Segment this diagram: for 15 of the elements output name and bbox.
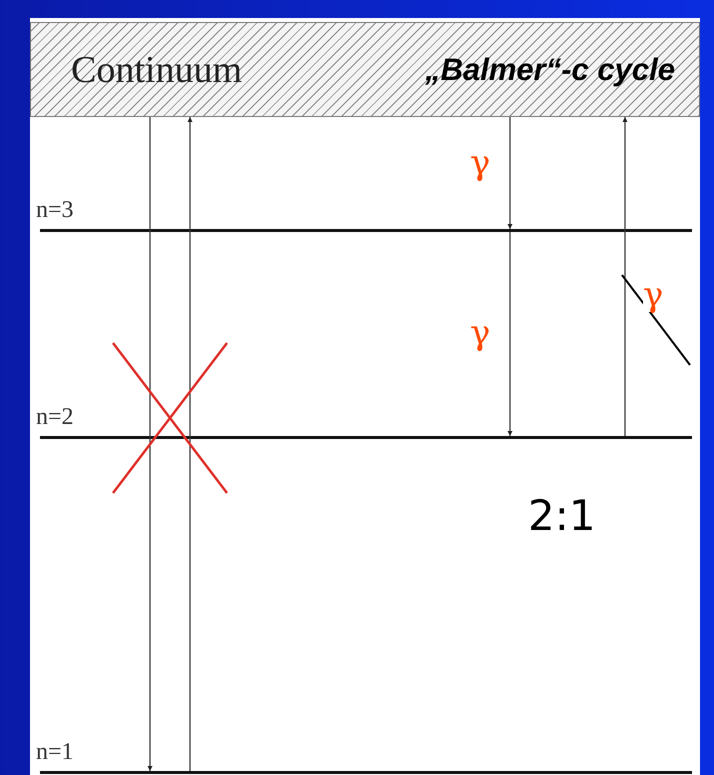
band-title: Continuum <box>71 48 242 92</box>
transition-arrow <box>622 117 628 436</box>
transition-arrow <box>508 117 512 229</box>
level-label: n=3 <box>36 198 74 222</box>
transition-arrow <box>188 117 192 771</box>
level-label: n=2 <box>36 405 74 429</box>
band-caption: „Balmer“-c cycle <box>425 52 675 88</box>
energy-level-line <box>40 229 692 232</box>
transition-arrow <box>148 117 152 771</box>
level-label: n=1 <box>36 740 74 764</box>
ratio-label: 2:1 <box>528 495 596 537</box>
continuum-band <box>30 22 700 117</box>
energy-level-line <box>40 771 692 774</box>
energy-level-line <box>40 436 692 439</box>
transition-arrow <box>508 232 512 436</box>
